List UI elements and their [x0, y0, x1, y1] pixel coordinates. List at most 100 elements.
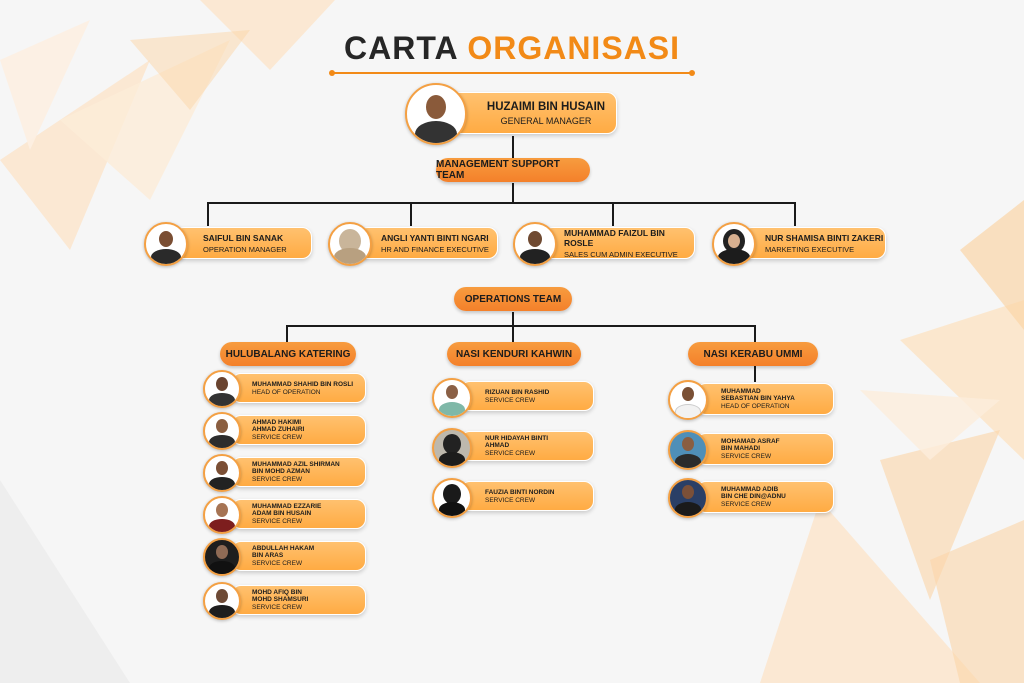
member-card: SAIFUL BIN SANAK OPERATION MANAGER	[174, 227, 312, 259]
page-title: CARTA ORGANISASI	[0, 30, 1024, 67]
member-avatar	[668, 380, 708, 420]
title-word-organisasi: ORGANISASI	[467, 30, 680, 66]
member-name: MOHD AFIQ BIN MOHD SHAMSURI	[252, 589, 309, 603]
member-avatar	[432, 428, 472, 468]
team-label-nasi-kerabu-ummi: NASI KERABU UMMI	[688, 342, 818, 366]
team-label-hulubalang-katering: HULUBALANG KATERING	[220, 342, 356, 366]
member-role: SERVICE CREW	[252, 476, 303, 483]
general-manager: HUZAIMI BIN HUSAIN GENERAL MANAGER	[405, 83, 625, 145]
member-avatar	[668, 430, 708, 470]
gm-role: GENERAL MANAGER	[500, 115, 592, 126]
member-name: ABDULLAH HAKAM BIN ARAS	[252, 545, 315, 559]
team-label-nasi-kenduri-kahwin: NASI KENDURI KAHWIN	[447, 342, 581, 366]
member-name: MOHAMAD ASRAF BIN MAHADI	[721, 438, 780, 452]
member-card: NUR HIDAYAH BINTI AHMAD SERVICE CREW	[460, 431, 594, 461]
member-avatar	[203, 412, 241, 450]
member-role: SERVICE CREW	[485, 450, 536, 457]
member-card: AHMAD HAKIMI AHMAD ZUHAIRI SERVICE CREW	[231, 415, 366, 445]
member-name: FAUZIA BINTI NORDIN	[485, 488, 555, 496]
member-avatar	[203, 538, 241, 576]
member-name: MUHAMMAD EZZARIE ADAM BIN HUSAIN	[252, 503, 322, 517]
member-role: SERVICE CREW	[252, 518, 303, 525]
member-role: SERVICE CREW	[252, 604, 303, 611]
member-card: MUHAMMAD EZZARIE ADAM BIN HUSAIN SERVICE…	[231, 499, 366, 529]
member-card: MUHAMMAD SHAHID BIN ROSLI HEAD OF OPERAT…	[231, 373, 366, 403]
management-support-team-label: MANAGEMENT SUPPORT TEAM	[436, 158, 590, 182]
member-avatar	[203, 370, 241, 408]
member-name: MUHAMMAD FAIZUL BIN ROSLE	[564, 227, 665, 248]
connector-management-down	[512, 183, 514, 203]
member-name: RIZUAN BIN RASHID	[485, 388, 550, 396]
member-name: ANGLI YANTI BINTI NGARI	[381, 232, 489, 243]
connector-mgmt-drop-3	[612, 202, 614, 226]
kenduri-member-2: NUR HIDAYAH BINTI AHMAD SERVICE CREW	[432, 428, 596, 468]
connector-ops-drop-3	[754, 325, 756, 343]
member-avatar	[432, 478, 472, 518]
katering-member-2: AHMAD HAKIMI AHMAD ZUHAIRI SERVICE CREW	[203, 412, 368, 450]
member-avatar	[712, 222, 756, 266]
member-card: MOHAMAD ASRAF BIN MAHADI SERVICE CREW	[696, 433, 834, 465]
connector-operations-down	[512, 312, 514, 326]
member-card: RIZUAN BIN RASHID SERVICE CREW	[460, 381, 594, 411]
title-underline	[329, 70, 695, 76]
title-word-carta: CARTA	[344, 30, 458, 66]
member-card: MUHAMMAD SEBASTIAN BIN YAHYA HEAD OF OPE…	[696, 383, 834, 415]
connector-mgmt-drop-1	[207, 202, 209, 226]
member-avatar	[203, 454, 241, 492]
member-name: NUR SHAMISA BINTI ZAKERI	[765, 232, 884, 243]
member-name: SAIFUL BIN SANAK	[203, 232, 284, 243]
member-role: SERVICE CREW	[721, 501, 772, 508]
member-role: SERVICE CREW	[721, 453, 772, 460]
member-name: MUHAMMAD SEBASTIAN BIN YAHYA	[721, 388, 795, 402]
gm-card: HUZAIMI BIN HUSAIN GENERAL MANAGER	[449, 92, 617, 134]
member-name: AHMAD HAKIMI AHMAD ZUHAIRI	[252, 419, 305, 433]
member-role: SERVICE CREW	[485, 396, 536, 404]
member-role: SALES CUM ADMIN EXECUTIVE	[564, 249, 678, 259]
kenduri-member-1: RIZUAN BIN RASHID SERVICE CREW	[432, 378, 596, 418]
member-name: NUR HIDAYAH BINTI AHMAD	[485, 435, 549, 449]
connector-kerabu-down	[754, 366, 756, 382]
member-card: MOHD AFIQ BIN MOHD SHAMSURI SERVICE CREW	[231, 585, 366, 615]
member-avatar	[203, 582, 241, 620]
kerabu-member-3: MUHAMMAD ADIB BIN CHE DIN@ADNU SERVICE C…	[668, 478, 836, 518]
member-card: NUR SHAMISA BINTI ZAKERI MARKETING EXECU…	[742, 227, 886, 259]
member-role: SERVICE CREW	[252, 434, 303, 441]
member-avatar	[432, 378, 472, 418]
member-role: SERVICE CREW	[485, 496, 536, 504]
gm-avatar	[405, 83, 467, 145]
member-role: OPERATION MANAGER	[203, 244, 287, 254]
member-avatar	[668, 478, 708, 518]
connector-ops-drop-2	[512, 325, 514, 343]
connector-operations-horizontal	[286, 325, 756, 327]
katering-member-1: MUHAMMAD SHAHID BIN ROSLI HEAD OF OPERAT…	[203, 370, 368, 408]
management-member-1: SAIFUL BIN SANAK OPERATION MANAGER	[144, 222, 314, 266]
operations-team-label: OPERATIONS TEAM	[454, 287, 572, 311]
member-card: MUHAMMAD AZIL SHIRMAN BIN MOHD AZMAN SER…	[231, 457, 366, 487]
member-avatar	[328, 222, 372, 266]
member-role: HEAD OF OPERATION	[252, 388, 321, 396]
connector-ops-drop-1	[286, 325, 288, 343]
management-member-4: NUR SHAMISA BINTI ZAKERI MARKETING EXECU…	[712, 222, 888, 266]
member-card: ANGLI YANTI BINTI NGARI HR AND FINANCE E…	[358, 227, 498, 259]
member-avatar	[203, 496, 241, 534]
kerabu-member-1: MUHAMMAD SEBASTIAN BIN YAHYA HEAD OF OPE…	[668, 380, 836, 420]
member-avatar	[513, 222, 557, 266]
member-card: MUHAMMAD ADIB BIN CHE DIN@ADNU SERVICE C…	[696, 481, 834, 513]
management-member-3: MUHAMMAD FAIZUL BIN ROSLE SALES CUM ADMI…	[513, 222, 697, 266]
connector-mgmt-drop-2	[410, 202, 412, 226]
connector-gm-to-management	[512, 136, 514, 158]
member-role: MARKETING EXECUTIVE	[765, 244, 855, 254]
member-name: MUHAMMAD SHAHID BIN ROSLI	[252, 380, 354, 388]
member-card: MUHAMMAD FAIZUL BIN ROSLE SALES CUM ADMI…	[543, 227, 695, 259]
katering-member-3: MUHAMMAD AZIL SHIRMAN BIN MOHD AZMAN SER…	[203, 454, 368, 492]
katering-member-4: MUHAMMAD EZZARIE ADAM BIN HUSAIN SERVICE…	[203, 496, 368, 534]
member-name: MUHAMMAD AZIL SHIRMAN BIN MOHD AZMAN	[252, 461, 340, 475]
connector-management-horizontal	[207, 202, 796, 204]
gm-name: HUZAIMI BIN HUSAIN	[486, 100, 606, 113]
member-role: HEAD OF OPERATION	[721, 403, 790, 410]
katering-member-5: ABDULLAH HAKAM BIN ARAS SERVICE CREW	[203, 538, 368, 576]
member-avatar	[144, 222, 188, 266]
member-role: HR AND FINANCE EXECUTIVE	[381, 244, 489, 254]
connector-mgmt-drop-4	[794, 202, 796, 226]
